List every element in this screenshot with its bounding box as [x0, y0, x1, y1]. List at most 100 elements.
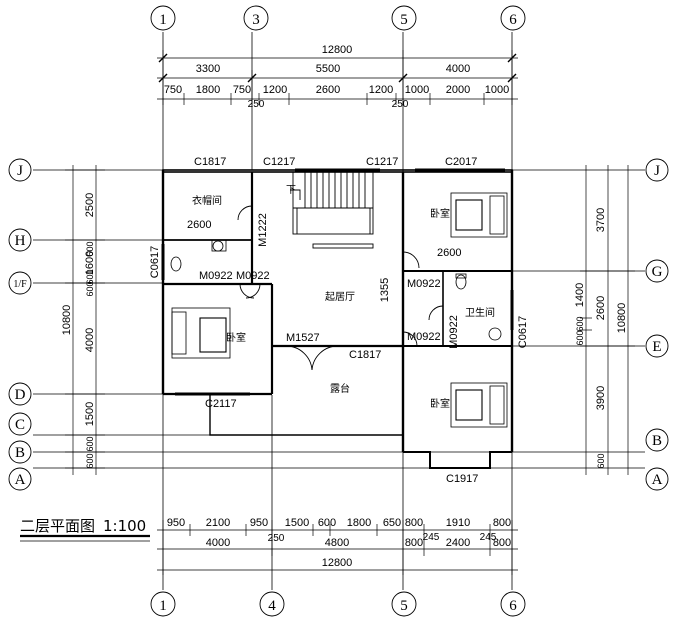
dim-top-fine: 750 [233, 84, 251, 96]
drawing-title-text: 二层平面图 [20, 517, 95, 535]
dim-left-fine: 600 [85, 241, 95, 256]
dim-right-fine: 600 [575, 330, 585, 345]
dim-top-fine: 1200 [369, 84, 393, 96]
dim-left-fine: 1500 [84, 402, 96, 426]
bed-icon [450, 192, 508, 238]
dim-bottom-fine: 1800 [347, 517, 371, 529]
axis-label-top-5: 5 [400, 12, 408, 28]
room-label-bath: 卫生间 [465, 306, 495, 319]
axis-label-left-B: B [15, 445, 25, 461]
dim-left-total: 10800 [61, 305, 73, 336]
dim-bottom-fine: 950 [167, 517, 185, 529]
axis-label-bottom-1: 1 [159, 598, 167, 614]
dim-left-fine: 1600 [84, 251, 96, 275]
room-label-bedroom-left: 卧室 [226, 331, 246, 344]
dim-bottom-fine: 2100 [206, 517, 230, 529]
axis-label-right-A: A [652, 472, 663, 488]
dim-left-fine: 4000 [84, 328, 96, 352]
axis-label-right-G: G [652, 264, 663, 280]
walls [161, 168, 514, 469]
axis-label-top-1: 1 [159, 12, 167, 28]
axis-label-left-A: A [15, 472, 26, 488]
dim-bottom-fine: 600 [318, 517, 336, 529]
dim-bottom-offset: 245 [423, 532, 440, 543]
bed-icon [450, 382, 508, 428]
dim-closet-width: 2600 [187, 219, 211, 231]
door-code: M0922 [407, 331, 441, 343]
axis-grid-lines [33, 32, 645, 590]
dim-right-mid: 2600 [595, 296, 607, 320]
dim-left-fine: 600 [85, 453, 95, 468]
dim-top-fine: 1000 [405, 84, 429, 96]
dim-right-fine: 600 [596, 453, 606, 468]
axis-label-right-E: E [652, 339, 661, 355]
door-code: M1527 [286, 332, 320, 344]
toilet-icon [455, 274, 467, 290]
dim-bedroom-width: 2600 [437, 247, 461, 259]
dim-top-offset: 250 [248, 99, 265, 110]
axis-label-left-J: J [17, 163, 23, 179]
furniture [170, 192, 508, 428]
dim-top-fine: 1200 [263, 84, 287, 96]
window-code: C1817 [349, 349, 381, 361]
window-code: C1217 [263, 156, 295, 168]
window-code: C1217 [366, 156, 398, 168]
door-code: M0922 [236, 270, 270, 282]
axis-label-left-1F: 1/F [13, 279, 27, 290]
bed-icon [171, 307, 231, 359]
room-label-bedroom-bottom-right: 卧室 [430, 397, 450, 410]
window-code: C2017 [445, 156, 477, 168]
dim-bottom-mid: 4000 [206, 537, 230, 549]
dim-bottom-offset: 250 [268, 533, 285, 544]
dim-bottom-fine: 650 [383, 517, 401, 529]
window-code: C0617 [517, 316, 529, 348]
axis-label-left-H: H [15, 233, 26, 249]
room-label-living: 起居厅 [325, 291, 355, 303]
dim-top-total: 12800 [322, 44, 353, 56]
dim-top-offset: 250 [392, 99, 409, 110]
axis-label-right-B: B [652, 433, 662, 449]
staircase [290, 171, 374, 249]
dim-bottom-fine: 1500 [285, 517, 309, 529]
dim-stair-height: 1355 [379, 278, 391, 302]
dim-bottom-mid: 800 [493, 537, 511, 549]
dim-bottom-fine: 950 [250, 517, 268, 529]
axis-label-top-6: 6 [509, 12, 517, 28]
window-code: C1817 [194, 156, 226, 168]
dim-top-fine: 2000 [446, 84, 470, 96]
axis-label-left-D: D [15, 387, 26, 403]
axis-label-top-3: 3 [252, 12, 260, 28]
axis-bubbles [8, 5, 669, 617]
dim-left-fine: 600 [85, 281, 95, 296]
dim-top-mid: 4000 [446, 63, 470, 75]
dim-top-mid: 5500 [316, 63, 340, 75]
dim-bottom-fine: 800 [493, 517, 511, 529]
axis-label-right-J: J [654, 163, 660, 179]
dim-bottom-offset: 245 [480, 532, 497, 543]
dim-left-fine: 600 [85, 436, 95, 451]
basin-icon [488, 327, 502, 341]
dim-bottom-fine: 800 [405, 517, 423, 529]
dim-bottom-mid: 4800 [325, 537, 349, 549]
dim-right-total: 10800 [616, 303, 628, 334]
axis-label-left-C: C [15, 417, 25, 433]
window-code: C0617 [149, 246, 161, 278]
door-code: M0922 [199, 270, 233, 282]
dim-top-fine: 750 [164, 84, 182, 96]
window-code: C1917 [446, 473, 478, 485]
drawing-scale: 1:100 [103, 517, 146, 535]
dim-bottom-total: 12800 [322, 557, 353, 569]
dim-left-fine: 600 [85, 269, 95, 284]
room-label-bedroom-top-right: 卧室 [430, 207, 450, 220]
dim-top-fine: 1000 [485, 84, 509, 96]
dim-bottom-fine: 1910 [446, 517, 470, 529]
window-code: C2117 [205, 398, 237, 410]
room-label-terrace: 露台 [330, 382, 350, 395]
dim-right-fine: 3700 [595, 208, 607, 232]
room-label-closet: 衣帽间 [192, 194, 222, 207]
dim-top-mid: 3300 [196, 63, 220, 75]
axis-label-bottom-6: 6 [509, 598, 517, 614]
stair-down-label: 下 [286, 185, 296, 196]
dim-right-fine: 600 [575, 316, 585, 331]
